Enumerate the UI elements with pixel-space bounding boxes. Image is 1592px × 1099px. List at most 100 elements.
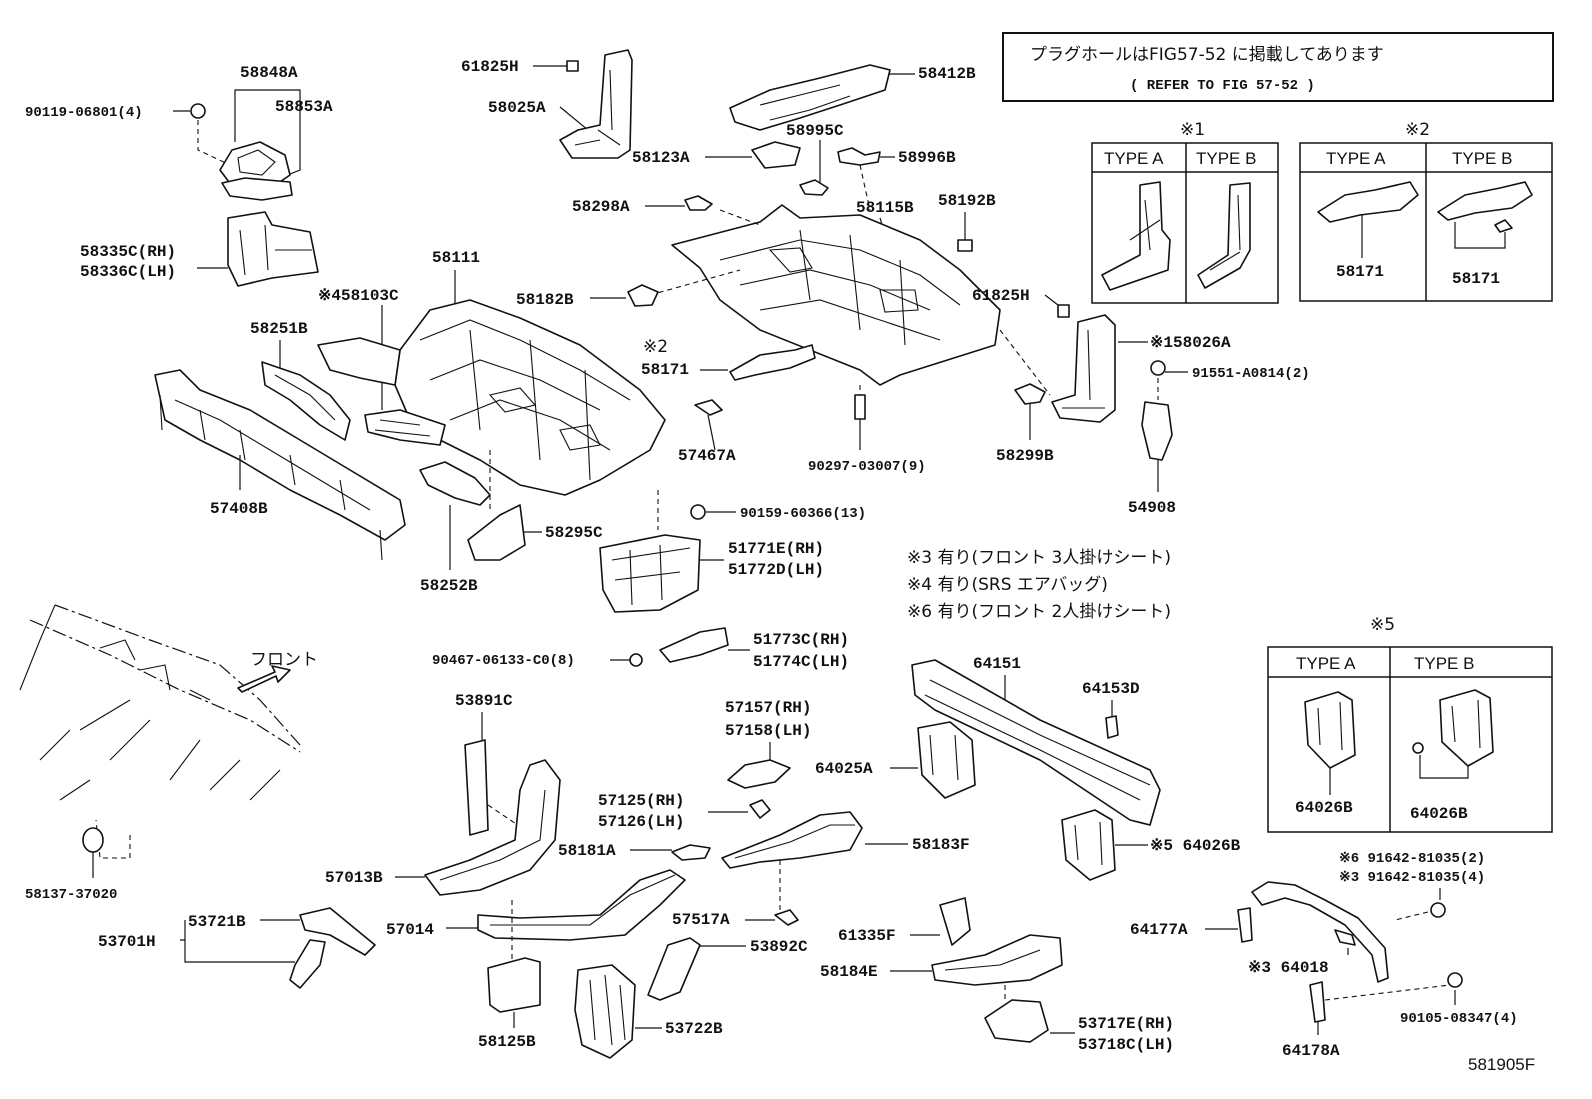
variant-table-5: ※5 TYPE A TYPE B 64026B 64026B bbox=[1267, 615, 1553, 833]
frame-rail-group: 53891C 57013B 57014 58125B bbox=[325, 692, 686, 1051]
parts-lower-center-left: 58252B 58295C 90159-60366(13) 51771E(RH)… bbox=[419, 450, 866, 671]
label-58853A: 58853A bbox=[275, 98, 333, 116]
front-label: フロント bbox=[250, 650, 318, 670]
label-58137: 58137-37020 bbox=[25, 887, 117, 903]
table2-mark: ※2 bbox=[1405, 120, 1430, 140]
rear-floor-58111: 58111 ※458103C bbox=[317, 249, 666, 496]
label-58336C: 58336C(LH) bbox=[80, 263, 176, 281]
label-57157: 57157(RH) bbox=[725, 699, 811, 717]
left-bracket-group: 53721B 53701H bbox=[98, 907, 376, 989]
label-57126: 57126(LH) bbox=[598, 813, 684, 831]
table1-col-a: TYPE A bbox=[1104, 149, 1164, 168]
label-90297: 90297-03007(9) bbox=[808, 459, 926, 475]
table5-col-b: TYPE B bbox=[1414, 654, 1474, 673]
label-57158: 57158(LH) bbox=[725, 722, 811, 740]
label-54908: 54908 bbox=[1128, 499, 1176, 517]
label-58111: 58111 bbox=[432, 249, 480, 267]
footnote-6: ※6 有り(フロント 2人掛けシート) bbox=[907, 602, 1171, 622]
front-arrow-icon bbox=[237, 665, 291, 693]
table5-part-b: 64026B bbox=[1410, 805, 1468, 823]
parts-center: ※2 58171 57467A 90297-03007(9) 58299B bbox=[641, 337, 1054, 475]
footnote-4: ※4 有り(SRS エアバッグ) bbox=[907, 575, 1108, 595]
label-58183F: 58183F bbox=[912, 836, 970, 854]
parts-center-left: 58182B 58251B bbox=[250, 284, 659, 441]
label-58848A: 58848A bbox=[240, 64, 298, 82]
exhaust-hanger-group: ※6 91642-81035(2) ※3 91642-81035(4) ※3 6… bbox=[1130, 851, 1518, 1060]
shift-boot-group: 58848A 58853A 90119-06801(4) bbox=[25, 64, 333, 201]
label-61825H-b: 61825H bbox=[972, 287, 1030, 305]
figure-code: 581905F bbox=[1468, 1055, 1535, 1074]
footnotes: ※3 有り(フロント 3人掛けシート) ※4 有り(SRS エアバッグ) ※6 … bbox=[907, 548, 1171, 622]
table2-part-b: 58171 bbox=[1452, 270, 1500, 288]
crossmember-58412B-group: 58412B bbox=[729, 64, 976, 131]
label-64025A: 64025A bbox=[815, 760, 873, 778]
label-53718C: 53718C(LH) bbox=[1078, 1036, 1174, 1054]
label-53721B: 53721B bbox=[188, 913, 246, 931]
label-90159: 90159-60366(13) bbox=[740, 506, 866, 522]
bolt-icon bbox=[1447, 972, 1463, 988]
crossmember-57408B: 57408B bbox=[154, 369, 406, 561]
label-58412B: 58412B bbox=[918, 65, 976, 83]
bolt-icon bbox=[1150, 360, 1166, 376]
label-53891C: 53891C bbox=[455, 692, 513, 710]
label-90467: 90467-06133-C0(8) bbox=[432, 653, 575, 669]
label-51773C: 51773C(RH) bbox=[753, 631, 849, 649]
label-91551: 91551-A0814(2) bbox=[1192, 366, 1310, 382]
label-58996B: 58996B bbox=[898, 149, 956, 167]
bolt-icon bbox=[1430, 902, 1446, 918]
label-58335C: 58335C(RH) bbox=[80, 243, 176, 261]
label-64018: ※3 64018 bbox=[1248, 959, 1329, 977]
label-58026A: ※158026A bbox=[1150, 334, 1231, 352]
label-53717E: 53717E(RH) bbox=[1078, 1015, 1174, 1033]
bolt-icon bbox=[190, 103, 206, 119]
label-90105: 90105-08347(4) bbox=[1400, 1011, 1518, 1027]
bolt-icon bbox=[690, 504, 706, 520]
label-64177A: 64177A bbox=[1130, 921, 1188, 939]
table2-part-a: 58171 bbox=[1336, 263, 1384, 281]
label-64153D: 64153D bbox=[1082, 680, 1140, 698]
label-64026B: ※5 64026B bbox=[1150, 837, 1241, 855]
label-58025A: 58025A bbox=[488, 99, 546, 117]
label-58995C: 58995C bbox=[786, 122, 844, 140]
floor-side-members: 57157(RH) 57158(LH) 57125(RH) 57126(LH) … bbox=[558, 699, 970, 1059]
label-58299B: 58299B bbox=[996, 447, 1054, 465]
label-51771E: 51771E(RH) bbox=[728, 540, 824, 558]
table2-col-b: TYPE B bbox=[1452, 149, 1512, 168]
label-58298A: 58298A bbox=[572, 198, 630, 216]
label-51774C: 51774C(LH) bbox=[753, 653, 849, 671]
crossmember-left: 58335C(RH) 58336C(LH) bbox=[80, 211, 319, 287]
refer-box: プラグホールはFIG57-52 に掲載してあります ( REFER TO FIG… bbox=[1002, 32, 1554, 102]
label-57014: 57014 bbox=[386, 921, 434, 939]
label-91642-6: ※6 91642-81035(2) bbox=[1339, 851, 1485, 867]
table1-col-b: TYPE B bbox=[1196, 149, 1256, 168]
label-53701H: 53701H bbox=[98, 933, 156, 951]
label-53892C: 53892C bbox=[750, 938, 808, 956]
table5-col-a: TYPE A bbox=[1296, 654, 1356, 673]
label-58182B: 58182B bbox=[516, 291, 574, 309]
label-53722B: 53722B bbox=[665, 1020, 723, 1038]
refer-box-line1: プラグホールはFIG57-52 に掲載してあります bbox=[1030, 45, 1384, 65]
label-58123A: 58123A bbox=[632, 149, 690, 167]
table5-part-a: 64026B bbox=[1295, 799, 1353, 817]
label-58251B: 58251B bbox=[250, 320, 308, 338]
table1-mark: ※1 bbox=[1180, 120, 1205, 140]
label-64151: 64151 bbox=[973, 655, 1021, 673]
label-91642-3: ※3 91642-81035(4) bbox=[1339, 870, 1485, 886]
label-90119: 90119-06801(4) bbox=[25, 105, 143, 121]
label-58125B: 58125B bbox=[478, 1033, 536, 1051]
label-57013B: 57013B bbox=[325, 869, 383, 887]
variant-table-2: ※2 TYPE A TYPE B 58171 58171 bbox=[1299, 120, 1553, 302]
label-58295C: 58295C bbox=[545, 524, 603, 542]
label-58103C: ※458103C bbox=[318, 287, 399, 305]
label-61825H-a: 61825H bbox=[461, 58, 519, 76]
label-57467A: 57467A bbox=[678, 447, 736, 465]
label-58184E: 58184E bbox=[820, 963, 878, 981]
rear-lower-group: 61335F 58184E 53717E(RH) 53718C(LH) bbox=[820, 897, 1174, 1054]
label-58252B: 58252B bbox=[420, 577, 478, 595]
label-57125: 57125(RH) bbox=[598, 792, 684, 810]
bolt-icon bbox=[629, 653, 643, 667]
label-58171-mark: ※2 bbox=[643, 337, 668, 357]
rear-crossmember-64151: 64151 64153D 64025A ※5 64026B bbox=[815, 655, 1241, 881]
label-64178A: 64178A bbox=[1282, 1042, 1340, 1060]
bracket-58026A-group: 61825H ※158026A 91551-A0814(2) 54908 bbox=[972, 287, 1310, 517]
